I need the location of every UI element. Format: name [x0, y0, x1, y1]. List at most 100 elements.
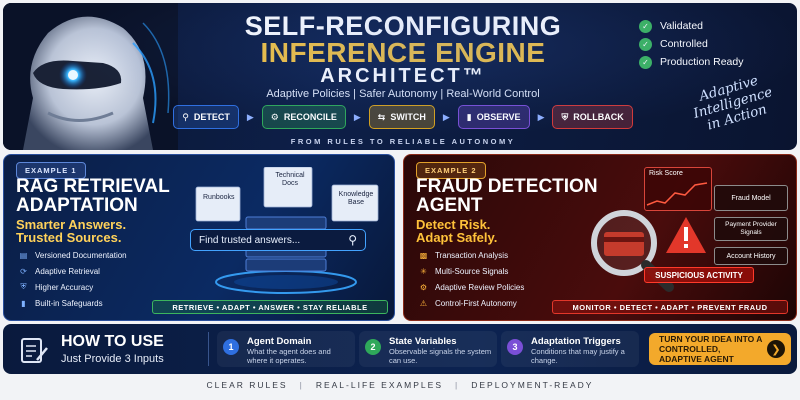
script-tagline: Adaptive Intelligence in Action	[660, 63, 797, 145]
example-badge: EXAMPLE 1	[16, 162, 86, 179]
example-2-card: EXAMPLE 2 FRAUD DETECTION AGENT Detect R…	[403, 154, 797, 321]
feature-label: Transaction Analysis	[435, 250, 509, 260]
check-label: Validated	[660, 20, 704, 32]
input-number: 1	[223, 339, 239, 355]
feature-label: Adaptive Review Policies	[435, 282, 525, 292]
bar-chart-icon: ▮	[466, 111, 472, 122]
account-history-panel: Account History	[714, 247, 788, 265]
process-steps: ⚲ DETECT ▶ ⚙ RECONCILE ▶ ⇆ SWITCH ▶ ▮ OB…	[173, 104, 633, 130]
gear-icon: ⚙	[270, 111, 279, 122]
clipboard-edit-icon	[21, 338, 48, 363]
example-subtitle-line: Smarter Answers.	[16, 217, 127, 232]
input-title: Adaptation Triggers	[531, 336, 621, 347]
input-title: State Variables	[389, 336, 457, 347]
step-detect: ⚲ DETECT	[173, 105, 239, 129]
pipeline-bar: RETRIEVE • ADAPT • ANSWER • STAY RELIABL…	[152, 300, 388, 314]
doc-label-runbooks: Runbooks	[203, 194, 235, 201]
step-label: RECONCILE	[283, 112, 337, 122]
step-switch: ⇆ SWITCH	[368, 105, 435, 129]
feature-label: Control-First Autonomy	[435, 298, 517, 308]
risk-score-label: Risk Score	[649, 170, 683, 177]
footer-tag: DEPLOYMENT-READY	[471, 380, 594, 390]
arrow-icon: ▶	[353, 111, 361, 122]
divider	[208, 332, 209, 366]
bars-icon: ▮	[21, 298, 26, 308]
check-item: ✓ Controlled	[639, 35, 789, 53]
feature-label: Multi-Source Signals	[435, 266, 509, 276]
step-observe: ▮ OBSERVE	[457, 105, 530, 129]
check-icon: ✓	[639, 55, 652, 69]
step-reconcile: ⚙ RECONCILE	[261, 105, 346, 129]
search-icon: ⚲	[348, 233, 357, 247]
document-icon: ▤	[19, 250, 28, 260]
hero-subtitle: Adaptive Policies | Safer Autonomy | Rea…	[266, 88, 540, 100]
check-label: Controlled	[660, 38, 708, 50]
footer-tag: CLEAR RULES	[206, 380, 288, 390]
shield-icon: ⛨	[20, 282, 27, 291]
feature-item: ⛨Higher Accuracy	[18, 279, 168, 295]
example-subtitle-line: Adapt Safely.	[416, 230, 498, 245]
search-placeholder: Find trusted answers...	[199, 234, 301, 246]
robot-head-illustration	[3, 3, 178, 150]
example-title-line: FRAUD DETECTION	[416, 176, 598, 197]
risk-line-chart	[646, 182, 708, 206]
settings-icon: ⚙	[419, 282, 428, 292]
input-description: Conditions that may justify a change.	[531, 347, 625, 365]
input-agent-domain: 1 Agent Domain What the agent does and w…	[217, 331, 355, 367]
step-label: ROLLBACK	[573, 112, 624, 122]
search-icon: ⚲	[182, 111, 189, 122]
input-adaptation-triggers: 3 Adaptation Triggers Conditions that ma…	[501, 331, 639, 367]
how-to-use-bar: HOW TO USE Just Provide 3 Inputs 1 Agent…	[3, 324, 797, 374]
hero-banner: SELF-RECONFIGURING INFERENCE ENGINE ARCH…	[3, 3, 797, 150]
example-title: FRAUD DETECTION AGENT	[416, 177, 598, 215]
feature-item: ⚙ Adaptive Review Policies	[418, 279, 568, 295]
suspicious-activity-alert: SUSPICIOUS ACTIVITY	[644, 267, 754, 283]
how-to-use-subtitle: Just Provide 3 Inputs	[61, 353, 164, 365]
input-number: 3	[507, 339, 523, 355]
feature-item: ⚠ Control-First Autonomy	[418, 295, 568, 311]
feature-label: Adaptive Retrieval	[35, 266, 100, 276]
input-state-variables: 2 State Variables Observable signals the…	[359, 331, 497, 367]
pipeline-bar: MONITOR • DETECT • ADAPT • PREVENT FRAUD	[552, 300, 788, 314]
check-label: Production Ready	[660, 56, 744, 68]
fraud-model-panel: Fraud Model	[714, 185, 788, 211]
example-subtitle: Detect Risk. Adapt Safely.	[416, 218, 497, 244]
search-box[interactable]: Find trusted answers... ⚲	[190, 229, 366, 251]
swap-icon: ⇆	[377, 111, 386, 122]
example-title-line: ADAPTATION	[16, 195, 138, 216]
example-1-card: EXAMPLE 1 RAG RETRIEVAL ADAPTATION Smart…	[3, 154, 395, 321]
feature-list: ▩ Transaction Analysis ✳ Multi-Source Sign…	[418, 247, 568, 311]
feature-item: ▤Versioned Documentation	[18, 247, 168, 263]
example-subtitle: Smarter Answers. Trusted Sources.	[16, 218, 126, 244]
example-title-line: RAG RETRIEVAL	[16, 176, 170, 197]
input-description: What the agent does and where it operate…	[247, 347, 331, 365]
input-title: Agent Domain	[247, 336, 312, 347]
feature-item: ⟳ Adaptive Retrieval	[18, 263, 168, 279]
example-title: RAG RETRIEVAL ADAPTATION	[16, 177, 170, 215]
input-text: State Variables Observable signals the s…	[389, 336, 495, 365]
network-icon: ✳	[420, 266, 427, 276]
feature-item: ▮ Built-in Safeguards	[18, 295, 168, 311]
step-label: OBSERVE	[476, 112, 521, 122]
feature-label: Built-in Safeguards	[35, 298, 103, 308]
doc-label-technical-docs: Technical Docs	[275, 172, 305, 187]
warning-icon: ⚠	[419, 298, 428, 308]
cta-button[interactable]: TURN YOUR IDEA INTO A CONTROLLED, ADAPTI…	[649, 333, 791, 365]
check-icon: ✓	[639, 37, 652, 51]
footer-tag: REAL-LIFE EXAMPLES	[315, 380, 443, 390]
footer-tags: CLEAR RULES | REAL-LIFE EXAMPLES | DEPLO…	[0, 380, 800, 390]
card-icon: ▩	[419, 250, 428, 260]
feature-list: ▤Versioned Documentation ⟳ Adaptive Retri…	[18, 247, 168, 311]
step-rollback: ⛨ ROLLBACK	[552, 105, 633, 129]
hero-title-line1: SELF-RECONFIGURING	[244, 11, 562, 41]
example-title-line: AGENT	[416, 195, 483, 216]
payment-signals-panel: Payment Provider Signals	[714, 217, 788, 241]
check-item: ✓ Validated	[639, 17, 789, 35]
refresh-icon: ⟳	[20, 266, 27, 276]
risk-score-panel: Risk Score	[644, 167, 712, 211]
arrow-icon: ▶	[442, 111, 450, 122]
separator: |	[299, 380, 304, 390]
arrow-icon: ▶	[246, 111, 254, 122]
feature-item: ✳ Multi-Source Signals	[418, 263, 568, 279]
step-label: DETECT	[193, 112, 230, 122]
